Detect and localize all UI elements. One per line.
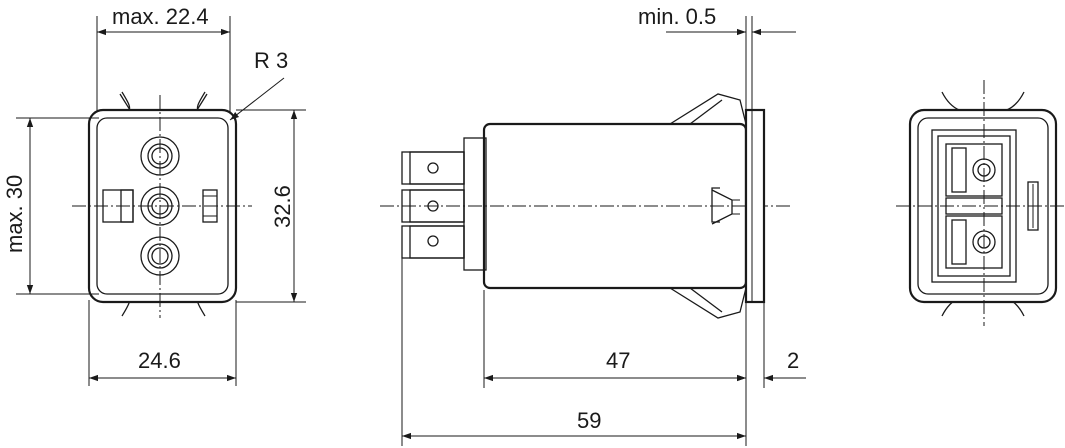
connector-tab-bottom <box>401 225 465 259</box>
dim-min-gap: min. 0.5 <box>638 4 716 29</box>
dim-overall-length: 59 <box>577 408 601 433</box>
dim-flange-height: 32.6 <box>270 185 295 228</box>
dim-flange-width: 24.6 <box>138 348 181 373</box>
dim-body-length: 47 <box>606 348 630 373</box>
dim-flange-thickness: 2 <box>787 348 799 373</box>
dim-front-height: max. 30 <box>2 175 27 253</box>
terminal-bottom <box>140 236 180 276</box>
rear-view <box>896 80 1064 326</box>
front-view: max. 22.4 R 3 max. 30 32.6 24.6 <box>2 4 306 386</box>
terminal-middle <box>140 186 180 226</box>
terminal-top <box>140 136 180 176</box>
side-view: min. 0.5 47 2 59 <box>380 4 806 446</box>
dim-corner-radius: R 3 <box>254 48 288 73</box>
dim-front-width: max. 22.4 <box>112 4 209 29</box>
connector-tab-top <box>401 151 465 185</box>
